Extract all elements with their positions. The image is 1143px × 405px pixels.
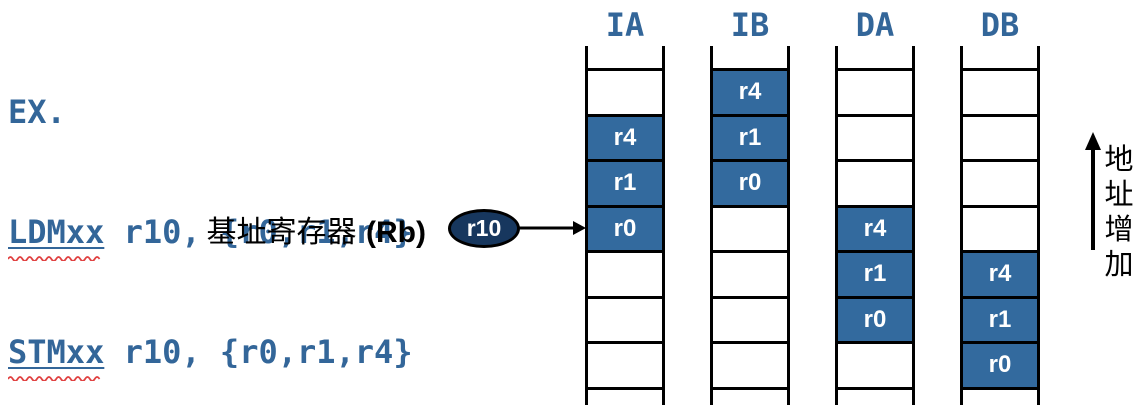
memory-cell: r4 <box>963 250 1037 296</box>
cell-label: r1 <box>738 123 762 151</box>
base-register-bubble: r10 <box>448 209 520 248</box>
column-header-ia: IA <box>605 6 645 44</box>
memory-cell <box>588 341 662 387</box>
cell-label: r0 <box>863 305 887 333</box>
memory-cell <box>963 113 1037 160</box>
memory-cell: r0 <box>963 341 1037 387</box>
memory-cell: r4 <box>838 204 912 250</box>
cell-label: r1 <box>613 169 637 197</box>
memory-cell <box>588 250 662 296</box>
ex-label: EX. <box>8 93 66 131</box>
ladder-open-top <box>838 46 912 68</box>
ladder-open-bottom <box>588 386 662 405</box>
memory-cell: r1 <box>838 250 912 296</box>
memory-ladder-db: r4 r1 r0 <box>960 46 1040 405</box>
memory-cell <box>838 341 912 387</box>
code-line-stm: STMxx r10, {r0,r1,r4} <box>8 332 413 381</box>
cell-label: r4 <box>988 260 1012 288</box>
cell-label: r0 <box>613 214 637 242</box>
cell-label: r1 <box>988 305 1012 333</box>
stm-mnemonic-text: STMxx <box>8 333 105 371</box>
memory-cell <box>713 204 787 251</box>
address-increase-arrow-icon <box>1085 132 1101 250</box>
column-header-ib: IB <box>730 6 770 44</box>
memory-cell: r1 <box>963 295 1037 341</box>
spellcheck-squiggle-icon <box>8 376 101 381</box>
memory-cell <box>588 295 662 342</box>
base-register-label: 基址寄存器 (Rb) <box>180 207 426 251</box>
base-pointer-arrow-icon <box>517 221 586 235</box>
ladder-open-bottom <box>838 386 912 405</box>
stm-args: r10, {r0,r1,r4} <box>104 333 413 371</box>
address-increase-char: 址 <box>1104 177 1134 211</box>
ladder-open-top <box>713 46 787 68</box>
memory-cell: r0 <box>713 159 787 205</box>
ldm-mnemonic-text: LDMxx <box>8 213 105 251</box>
stm-mnemonic: STMxx <box>8 332 105 381</box>
memory-cell: r0 <box>588 204 662 250</box>
memory-ladder-ib: r4 r1 r0 <box>710 46 790 405</box>
ladder-open-bottom <box>963 386 1037 405</box>
ladder-open-top <box>588 46 662 68</box>
ladder-open-top <box>963 46 1037 68</box>
cell-label: r1 <box>863 260 887 288</box>
memory-cell: r0 <box>838 295 912 341</box>
memory-cell <box>963 68 1037 114</box>
memory-cell: r4 <box>713 68 787 114</box>
column-header-da: DA <box>855 6 895 44</box>
ldm-mnemonic: LDMxx <box>8 212 105 261</box>
memory-cell <box>713 250 787 296</box>
address-increase-char: 加 <box>1104 247 1134 281</box>
base-register-label-reg: (Rb) <box>366 216 426 249</box>
ladder-open-bottom <box>713 386 787 405</box>
base-register-label-cn: 基址寄存器 <box>206 215 357 250</box>
code-line-ex: EX. <box>8 92 413 132</box>
memory-cell <box>838 68 912 114</box>
cell-label: r4 <box>613 123 637 151</box>
memory-cell <box>713 341 787 387</box>
ldm-args: r10, {r0,r1,r4} <box>104 213 413 251</box>
cell-label: r0 <box>988 351 1012 379</box>
memory-ladder-da: r4 r1 r0 <box>835 46 915 405</box>
cell-label: r4 <box>863 214 887 242</box>
spellcheck-squiggle-icon <box>8 256 101 261</box>
code-line-ldm: LDMxx r10, {r0,r1,r4} <box>8 212 413 261</box>
memory-cell: r1 <box>588 159 662 205</box>
address-increase-char: 增 <box>1104 212 1134 246</box>
cell-label: r4 <box>738 78 762 106</box>
memory-cell <box>713 295 787 342</box>
memory-ladder-ia: r4 r1 r0 <box>585 46 665 405</box>
memory-cell: r1 <box>713 113 787 159</box>
code-example-block: EX. LDMxx r10, {r0,r1,r4} STMxx r10, {r0… <box>8 12 413 405</box>
memory-cell <box>963 204 1037 251</box>
base-register-bubble-text: r10 <box>466 215 502 241</box>
memory-cell: r4 <box>588 113 662 159</box>
address-increase-char: 地 <box>1104 142 1134 176</box>
memory-cell <box>963 159 1037 205</box>
memory-cell <box>838 113 912 160</box>
address-increase-label: 地 址 增 加 <box>1100 142 1138 282</box>
cell-label: r0 <box>738 169 762 197</box>
memory-cell <box>838 159 912 205</box>
column-header-db: DB <box>980 6 1020 44</box>
memory-cell <box>588 68 662 114</box>
